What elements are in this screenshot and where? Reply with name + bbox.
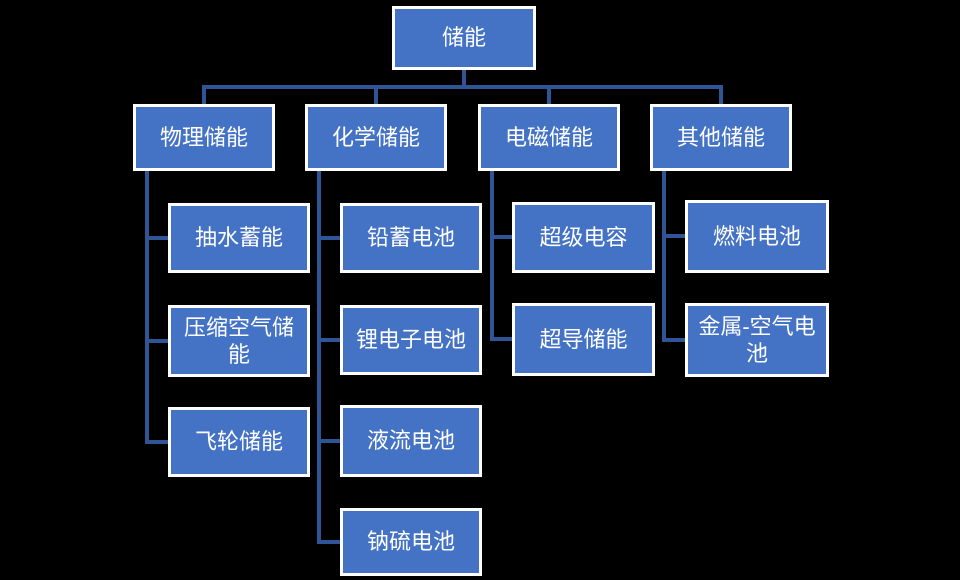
node-supercapacitor-label: 超级电容 [539, 224, 628, 250]
node-sodium-sulfur-battery-label: 钠硫电池 [366, 529, 455, 555]
node-metal-air-battery: 金属-空气电池 [685, 303, 829, 377]
connector-stub-flow-battery [317, 439, 340, 443]
node-flywheel: 飞轮储能 [168, 407, 310, 477]
node-energy-storage: 储能 [392, 6, 536, 70]
node-chemical-storage: 化学储能 [305, 104, 447, 171]
connector-stub-superconducting [490, 337, 512, 341]
connector-stub-metal-air [662, 338, 685, 342]
node-other-storage-label: 其他储能 [676, 124, 765, 150]
node-physical-storage: 物理储能 [133, 104, 275, 171]
node-flow-battery: 液流电池 [340, 405, 482, 477]
node-sodium-sulfur-battery: 钠硫电池 [340, 508, 482, 576]
node-lead-acid-battery: 铅蓄电池 [340, 203, 482, 273]
connector-root-stub [462, 70, 466, 89]
connector-stub-compressed-air [145, 339, 168, 343]
node-pumped-hydro-label: 抽水蓄能 [194, 225, 283, 251]
node-flywheel-label: 飞轮储能 [194, 429, 283, 455]
connector-stub-lead-acid [317, 236, 340, 240]
connector-rail-electromagnetic [490, 171, 494, 341]
connector-drop-other [719, 85, 723, 104]
node-other-storage: 其他储能 [650, 104, 792, 171]
connector-stub-pumped-hydro [145, 236, 168, 240]
connector-drop-physical [202, 85, 206, 104]
node-supercapacitor: 超级电容 [512, 202, 655, 273]
connector-bus [202, 85, 723, 89]
node-lithium-ion-battery: 锂电子电池 [340, 305, 482, 375]
connector-stub-fuel-cell [662, 234, 685, 238]
node-lithium-ion-battery-label: 锂电子电池 [355, 327, 466, 353]
node-compressed-air-label: 压缩空气储能 [183, 314, 294, 368]
connector-rail-chemical [317, 171, 321, 544]
connector-stub-flywheel [145, 440, 168, 444]
node-energy-storage-label: 储能 [441, 25, 486, 51]
node-fuel-cell-label: 燃料电池 [712, 223, 801, 249]
node-electromagnetic-storage: 电磁储能 [478, 104, 620, 171]
node-chemical-storage-label: 化学储能 [331, 124, 420, 150]
node-flow-battery-label: 液流电池 [366, 428, 455, 454]
node-superconducting-storage: 超导储能 [512, 303, 655, 376]
connector-stub-lithium-ion [317, 338, 340, 342]
node-superconducting-storage-label: 超导储能 [539, 326, 628, 352]
connector-rail-physical [145, 171, 149, 444]
node-pumped-hydro: 抽水蓄能 [168, 203, 310, 273]
node-lead-acid-battery-label: 铅蓄电池 [366, 225, 455, 251]
node-compressed-air: 压缩空气储能 [168, 305, 310, 377]
connector-drop-electromagnetic [547, 85, 551, 104]
connector-rail-other [662, 171, 666, 342]
connector-stub-sodium-sulfur [317, 540, 340, 544]
node-electromagnetic-storage-label: 电磁储能 [504, 124, 593, 150]
node-fuel-cell: 燃料电池 [685, 200, 829, 273]
connector-stub-supercapacitor [490, 235, 512, 239]
connector-drop-chemical [374, 85, 378, 104]
node-metal-air-battery-label: 金属-空气电池 [698, 313, 816, 367]
node-physical-storage-label: 物理储能 [159, 124, 248, 150]
